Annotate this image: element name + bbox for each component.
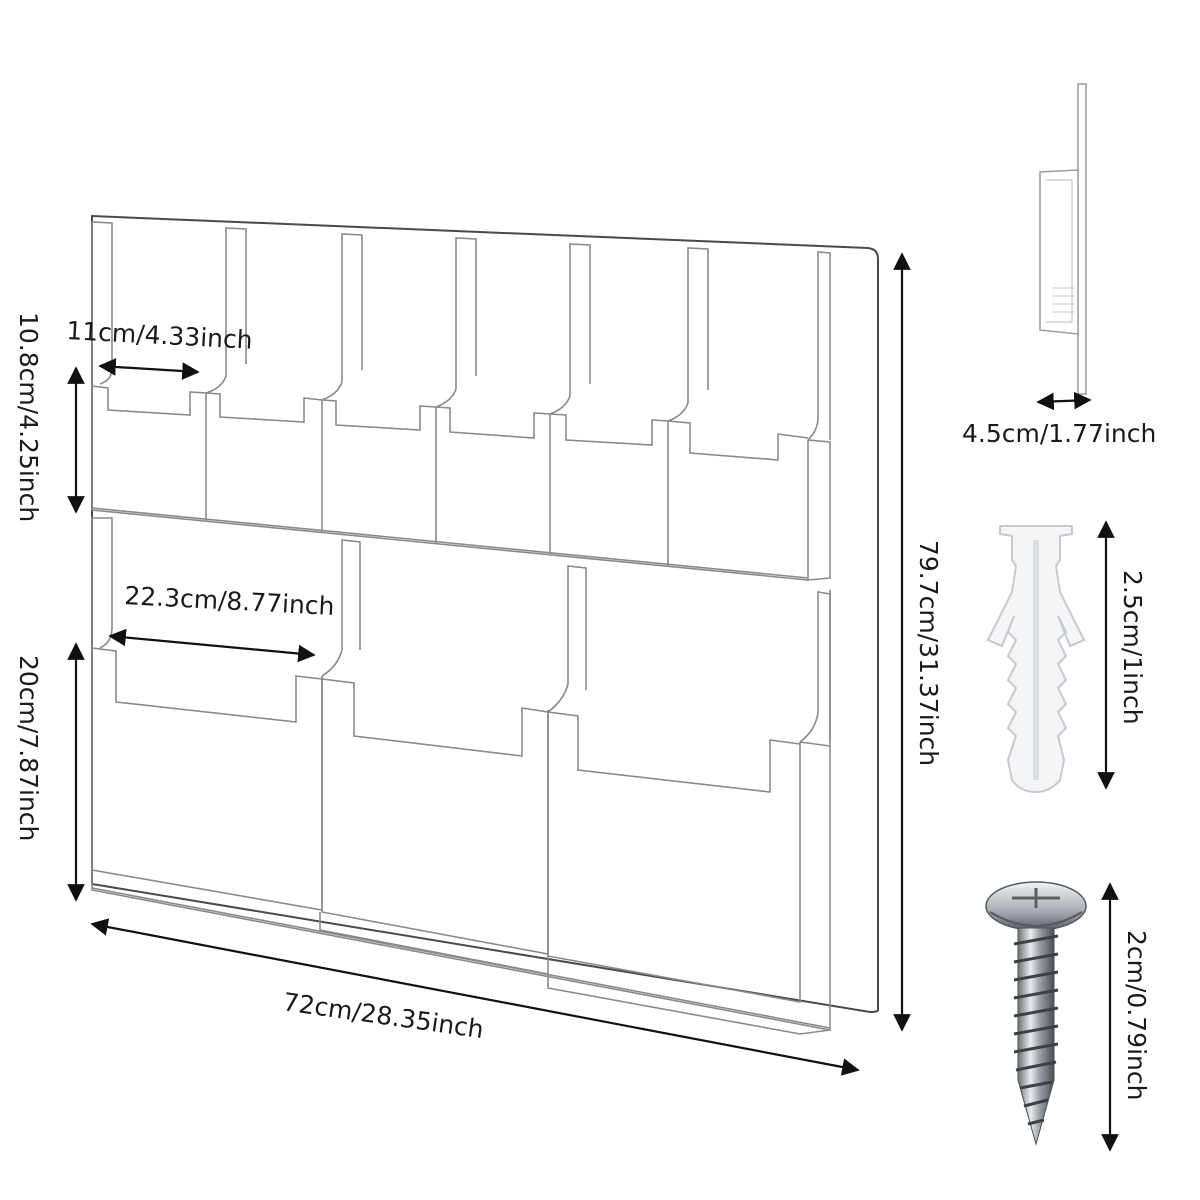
depth-arrow — [1036, 391, 1092, 411]
large-pocket-height-label: 20cm/7.87inch — [14, 655, 43, 841]
total-height-label: 79.7cm/31.37inch — [914, 540, 943, 766]
total-width-arrow — [90, 918, 860, 1076]
brochure-holder — [91, 214, 879, 1035]
small-pocket-height-label: 10.8cm/4.25inch — [14, 312, 43, 522]
large-pocket-width-label: 22.3cm/8.77inch — [124, 581, 335, 621]
back-panel — [91, 214, 879, 1014]
depth-label: 4.5cm/1.77inch — [962, 419, 1156, 448]
screw — [985, 881, 1087, 1146]
side-profile — [1039, 83, 1087, 395]
anchor-length-label: 2.5cm/1inch — [1118, 570, 1147, 725]
small-pocket-width-label: 11cm/4.33inch — [66, 316, 254, 355]
wall-anchor — [986, 525, 1086, 794]
screw-length-label: 2cm/0.79inch — [1122, 930, 1151, 1100]
small-pockets-row — [91, 221, 831, 581]
small-pocket-width-arrow — [98, 358, 200, 380]
large-pocket-width-arrow — [108, 628, 316, 663]
total-width-label: 72cm/28.35inch — [281, 987, 485, 1044]
